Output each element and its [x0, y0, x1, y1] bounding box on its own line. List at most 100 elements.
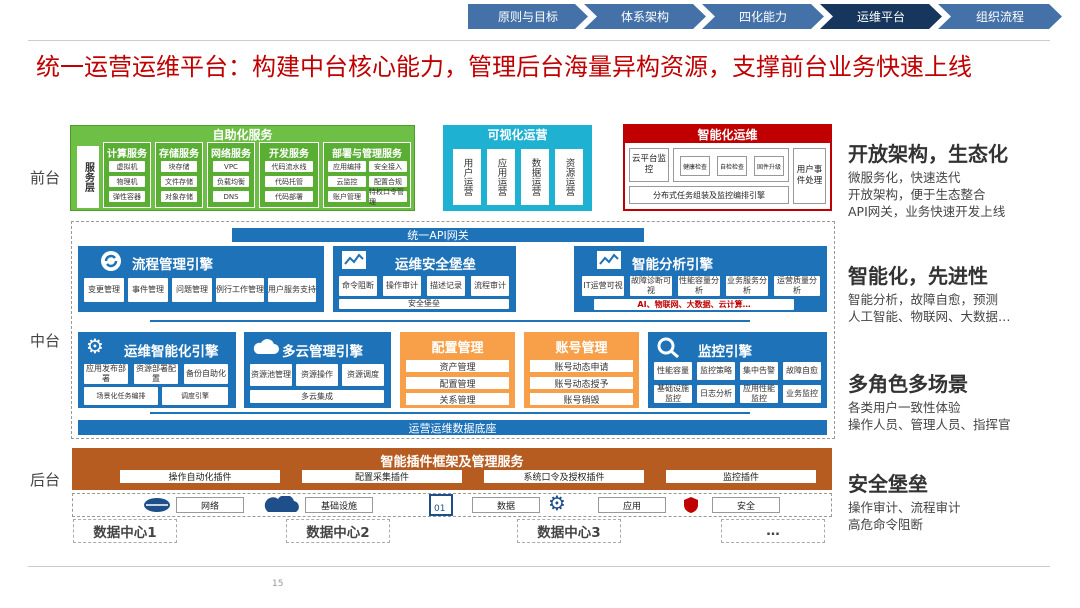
svg-text:01: 01: [434, 504, 445, 514]
resource-infra[interactable]: 基础设施: [305, 497, 373, 513]
service-item[interactable]: 文件存储: [161, 176, 197, 187]
check-item[interactable]: 健康检查: [680, 156, 710, 176]
nav-tab-capabilities[interactable]: 四化能力: [702, 4, 824, 29]
intelligent-ops-box: 智能化运维 云平台监控 健康检查 自检检查 固件升级 分布式任务组装及监控编排引…: [623, 124, 832, 211]
engine-item[interactable]: 用户服务支持: [268, 278, 316, 302]
datacenter-1[interactable]: 数据中心1: [73, 519, 177, 543]
check-item[interactable]: 固件升级: [754, 156, 784, 176]
monitor-item[interactable]: 故障自愈: [783, 362, 821, 380]
gears-icon: ⚙: [86, 334, 104, 358]
nav-tab-architecture[interactable]: 体系架构: [584, 4, 706, 29]
visual-ops-item[interactable]: 用户运营: [453, 149, 481, 205]
ops-item[interactable]: 资源部署配置: [134, 364, 178, 384]
service-item[interactable]: 安全接入: [369, 161, 407, 172]
service-item[interactable]: VPC: [213, 161, 249, 172]
service-item[interactable]: 特权口令管理: [369, 188, 407, 206]
check-item[interactable]: 自检检查: [717, 156, 747, 176]
config-item[interactable]: 关系管理: [406, 393, 509, 406]
plugin-framework-box: 智能插件框架及管理服务 操作自动化插件 配置采集插件 系统口令及授权插件 监控插…: [72, 448, 832, 490]
account-item[interactable]: 账号销毁: [530, 393, 633, 406]
service-item[interactable]: 代码部署: [265, 191, 313, 202]
resource-security[interactable]: 安全: [712, 497, 780, 513]
visual-ops-item[interactable]: 数据运营: [521, 149, 549, 205]
service-item[interactable]: 配置合规: [369, 176, 407, 187]
service-item[interactable]: 代码流水线: [265, 161, 313, 172]
service-item[interactable]: 虚拟机: [109, 161, 145, 172]
feature-heading: 智能化，先进性: [848, 264, 988, 288]
nav-tab-org-process[interactable]: 组织流程: [938, 4, 1062, 29]
service-item[interactable]: 代码托管: [265, 176, 313, 187]
feature-line: 操作审计、流程审计: [848, 500, 961, 515]
ops-item[interactable]: 调度引擎: [162, 387, 228, 405]
service-item[interactable]: 对象存储: [161, 191, 197, 202]
analysis-item[interactable]: 故障诊断可视: [630, 276, 672, 296]
account-item[interactable]: 账号动态申请: [530, 360, 633, 373]
datacenter-more[interactable]: …: [721, 519, 825, 543]
monitor-item[interactable]: 应用性能监控: [740, 384, 778, 403]
resource-app[interactable]: 应用: [598, 497, 666, 513]
fortress-item[interactable]: 命令阻断: [339, 276, 377, 296]
engine-item[interactable]: 事件管理: [128, 278, 168, 302]
resource-network[interactable]: 网络: [176, 497, 244, 513]
ops-item[interactable]: 应用发布部署: [84, 364, 128, 384]
cloud-icon: [253, 339, 279, 354]
engine-item[interactable]: 例行工作管理: [216, 278, 264, 302]
multicloud-item[interactable]: 资源调度: [342, 364, 384, 386]
service-item[interactable]: 物理机: [109, 176, 145, 187]
monitor-engine-box: 监控引擎 性能容量 监控策略 集中告警 故障自愈 基础设施监控 日志分析 应用性…: [648, 332, 827, 408]
service-item[interactable]: 账户管理: [328, 191, 366, 202]
feature-heading: 开放架构，生态化: [848, 142, 1008, 166]
account-mgmt-box: 账号管理 账号动态申请 账号动态授予 账号销毁: [524, 332, 639, 408]
ops-engine-title: 运维智能化引擎: [124, 344, 219, 360]
fortress-item[interactable]: 操作审计: [383, 276, 421, 296]
account-item[interactable]: 账号动态授予: [530, 377, 633, 390]
config-item[interactable]: 配置管理: [406, 377, 509, 390]
engine-item[interactable]: 问题管理: [172, 278, 212, 302]
monitor-item[interactable]: 集中告警: [740, 362, 778, 380]
ops-item[interactable]: 备份自助化: [184, 364, 228, 384]
service-item[interactable]: DNS: [213, 191, 249, 202]
plugin-item[interactable]: 配置采集插件: [302, 470, 462, 483]
datacenter-3[interactable]: 数据中心3: [517, 519, 621, 543]
user-event-item[interactable]: 用户事件处理: [793, 148, 826, 204]
nav-tab-principles[interactable]: 原则与目标: [468, 4, 588, 29]
resource-data[interactable]: 数据: [472, 497, 540, 513]
feature-line: 开放架构，便于生态整合: [848, 187, 986, 202]
datacenter-2[interactable]: 数据中心2: [286, 519, 390, 543]
service-item[interactable]: 弹性容器: [109, 191, 145, 202]
monitor-item[interactable]: 基础设施监控: [654, 384, 692, 403]
service-layer-label: 服务层: [77, 146, 99, 208]
analysis-item[interactable]: 性能容量分析: [678, 276, 720, 296]
monitor-item[interactable]: 性能容量: [654, 362, 692, 380]
analysis-item[interactable]: 业务服务分析: [726, 276, 768, 296]
api-gateway: 统一API网关: [232, 228, 644, 242]
multicloud-item[interactable]: 资源操作: [296, 364, 338, 386]
visual-ops-item[interactable]: 应用运营: [487, 149, 515, 205]
engine-item[interactable]: 变更管理: [84, 278, 124, 302]
ops-item[interactable]: 场景化任务编排: [84, 387, 158, 405]
automation-service-box: 自助化服务 服务层 计算服务 虚拟机 物理机 弹性容器 存储服务 块存储 文件存…: [70, 125, 415, 211]
analysis-item[interactable]: 运营质量分析: [774, 276, 820, 296]
right-feature-2: 智能化，先进性 智能分析，故障自愈，预测 人工智能、物联网、大数据…: [848, 260, 1011, 325]
service-item[interactable]: 块存储: [161, 161, 197, 172]
multicloud-item[interactable]: 资源池管理: [250, 364, 292, 386]
cloud-monitor-item[interactable]: 云平台监控: [629, 148, 669, 182]
service-item[interactable]: 负载均衡: [213, 176, 249, 187]
nav-tab-platform[interactable]: 运维平台: [820, 4, 942, 29]
plugin-item[interactable]: 系统口令及授权插件: [484, 470, 644, 483]
middle-layer-frame: [71, 221, 835, 439]
service-item[interactable]: 应用编排: [328, 161, 366, 172]
plugin-item[interactable]: 操作自动化插件: [120, 470, 280, 483]
plugin-item[interactable]: 监控插件: [666, 470, 816, 483]
service-item[interactable]: 云监控: [328, 176, 366, 187]
monitor-item[interactable]: 业务监控: [783, 385, 821, 403]
fortress-item[interactable]: 描述记录: [427, 276, 465, 296]
page-number: 15: [272, 579, 284, 589]
fortress-item[interactable]: 流程审计: [471, 276, 509, 296]
analysis-item[interactable]: IT运营可视: [582, 276, 624, 296]
visual-ops-item[interactable]: 资源运营: [555, 149, 583, 205]
config-item[interactable]: 资产管理: [406, 360, 509, 373]
monitor-item[interactable]: 日志分析: [697, 385, 735, 403]
monitor-item[interactable]: 监控策略: [697, 362, 735, 380]
shield-icon: [684, 497, 698, 513]
